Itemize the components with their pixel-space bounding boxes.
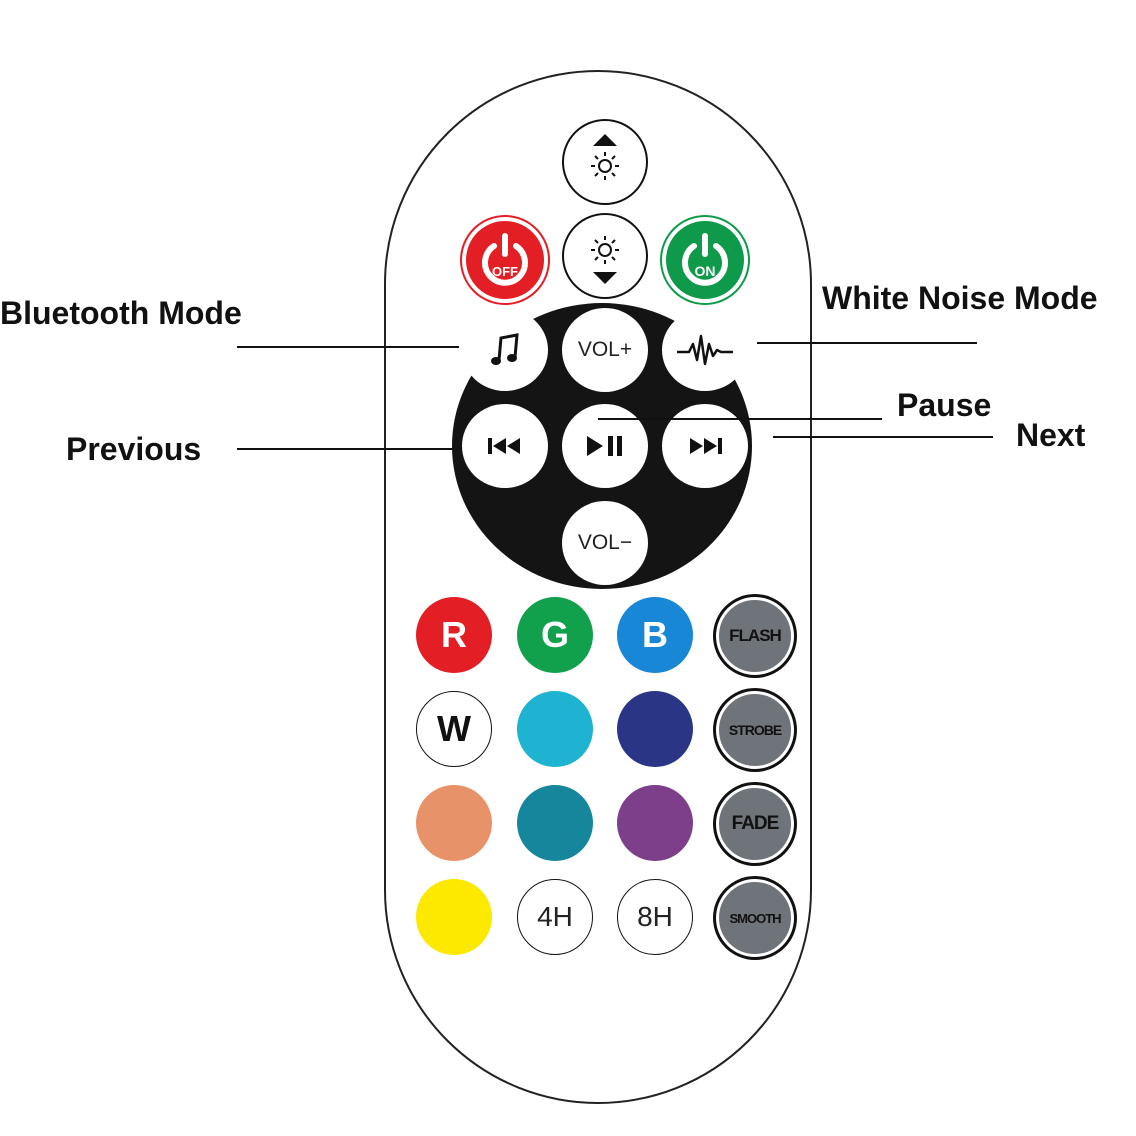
pause-leader-line [598, 418, 882, 420]
power-off-icon: OFF [482, 233, 528, 286]
power-off-button[interactable]: OFF [462, 217, 548, 303]
vol-up-label: VOL+ [577, 338, 633, 361]
next-button[interactable] [662, 404, 748, 488]
green-label: G [540, 614, 569, 655]
brightness-down-button[interactable] [562, 213, 648, 299]
play-pause-icon [587, 436, 622, 456]
timer-4h-button[interactable]: 4H [517, 879, 593, 955]
white-noise-mode-button[interactable] [662, 309, 748, 391]
timer-8h-label: 8H [637, 901, 673, 932]
teal-color-button[interactable] [517, 785, 593, 861]
purple-color-button[interactable] [617, 785, 693, 861]
bluetooth-mode-label: Bluetooth Mode [0, 295, 242, 331]
smooth-mode-button[interactable]: SMOOTH [716, 879, 794, 957]
vol-down-label: VOL− [577, 531, 633, 554]
volume-up-button[interactable]: VOL+ [562, 308, 648, 392]
white-noise-mode-label: White Noise Mode [822, 280, 1098, 316]
fade-mode-button[interactable]: FADE [716, 785, 794, 863]
power-on-button[interactable]: ON [662, 217, 748, 303]
brightness-up-button[interactable] [562, 119, 648, 205]
smooth-label: SMOOTH [729, 910, 781, 926]
previous-leader-line [237, 448, 454, 450]
previous-icon [488, 438, 520, 454]
cyan-color-button[interactable] [517, 691, 593, 767]
flash-label: FLASH [729, 626, 782, 645]
white-color-button[interactable]: W [416, 691, 492, 767]
yellow-color-button[interactable] [416, 879, 492, 955]
music-note-icon [491, 333, 519, 365]
red-color-button[interactable]: R [416, 597, 492, 673]
bluetooth-mode-leader-line [237, 346, 459, 348]
previous-label: Previous [66, 431, 202, 467]
timer-4h-label: 4H [537, 901, 573, 932]
off-text: OFF [492, 264, 518, 279]
play-pause-button[interactable] [562, 404, 648, 488]
orange-color-button[interactable] [416, 785, 492, 861]
bluetooth-mode-button[interactable] [462, 309, 548, 391]
previous-button[interactable] [462, 404, 548, 488]
strobe-mode-button[interactable]: STROBE [716, 691, 794, 769]
timer-8h-button[interactable]: 8H [617, 879, 693, 955]
fade-label: FADE [731, 813, 780, 834]
volume-down-button[interactable]: VOL− [562, 501, 648, 585]
next-label: Next [1016, 417, 1086, 453]
brightness-up-icon [591, 134, 619, 180]
strobe-label: STROBE [728, 722, 782, 738]
waveform-icon [677, 334, 733, 366]
white-label: W [437, 708, 471, 749]
power-on-icon: ON [682, 233, 728, 286]
green-color-button[interactable]: G [517, 597, 593, 673]
blue-color-button[interactable]: B [617, 597, 693, 673]
flash-mode-button[interactable]: FLASH [716, 597, 794, 675]
pause-label: Pause [897, 387, 992, 423]
red-label: R [441, 614, 467, 655]
brightness-down-icon [591, 236, 619, 284]
on-text: ON [695, 263, 716, 279]
navy-color-button[interactable] [617, 691, 693, 767]
white-noise-mode-leader-line [757, 342, 977, 344]
next-leader-line [773, 436, 993, 438]
blue-label: B [642, 614, 668, 655]
next-icon [690, 438, 722, 454]
